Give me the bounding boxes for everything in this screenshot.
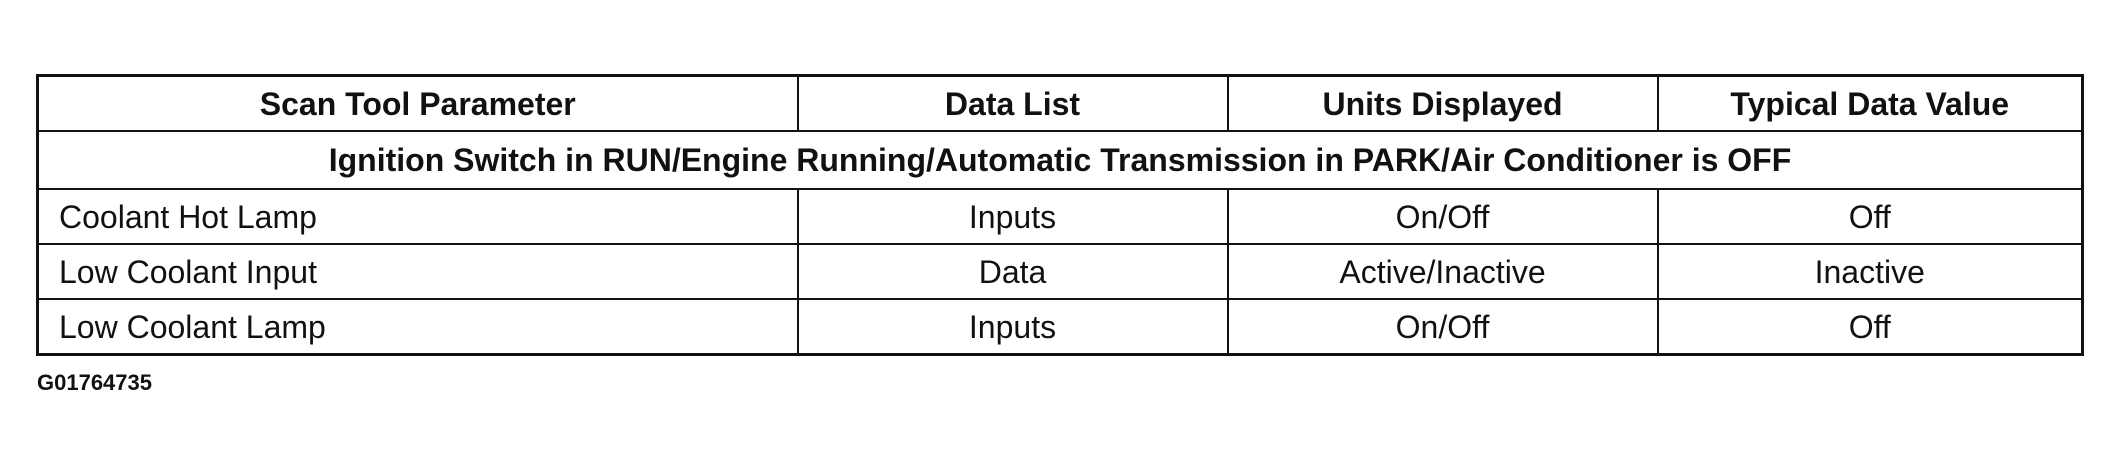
cell-units: Active/Inactive <box>1226 243 1659 300</box>
cell-data-list: Inputs <box>796 298 1229 356</box>
cell-parameter: Coolant Hot Lamp <box>36 188 799 245</box>
header-units-displayed: Units Displayed <box>1226 74 1659 132</box>
scan-tool-data-table: Scan Tool Parameter Data List Units Disp… <box>36 74 2084 356</box>
cell-data-list: Inputs <box>796 188 1229 245</box>
cell-typical-value: Off <box>1656 298 2084 356</box>
table-row: Low Coolant Input Data Active/Inactive I… <box>36 243 2084 300</box>
table-header-row: Scan Tool Parameter Data List Units Disp… <box>36 74 2084 132</box>
cell-typical-value: Inactive <box>1656 243 2084 300</box>
cell-parameter: Low Coolant Input <box>36 243 799 300</box>
header-data-list: Data List <box>796 74 1229 132</box>
condition-row: Ignition Switch in RUN/Engine Running/Au… <box>36 130 2084 190</box>
figure-id: G01764735 <box>37 370 152 395</box>
table-row: Coolant Hot Lamp Inputs On/Off Off <box>36 188 2084 245</box>
header-typical-data-value: Typical Data Value <box>1656 74 2084 132</box>
cell-units: On/Off <box>1226 188 1659 245</box>
header-scan-tool-parameter: Scan Tool Parameter <box>36 74 799 132</box>
condition-cell: Ignition Switch in RUN/Engine Running/Au… <box>36 130 2084 190</box>
table-row: Low Coolant Lamp Inputs On/Off Off <box>36 298 2084 356</box>
cell-parameter: Low Coolant Lamp <box>36 298 799 356</box>
cell-typical-value: Off <box>1656 188 2084 245</box>
cell-data-list: Data <box>796 243 1229 300</box>
cell-units: On/Off <box>1226 298 1659 356</box>
